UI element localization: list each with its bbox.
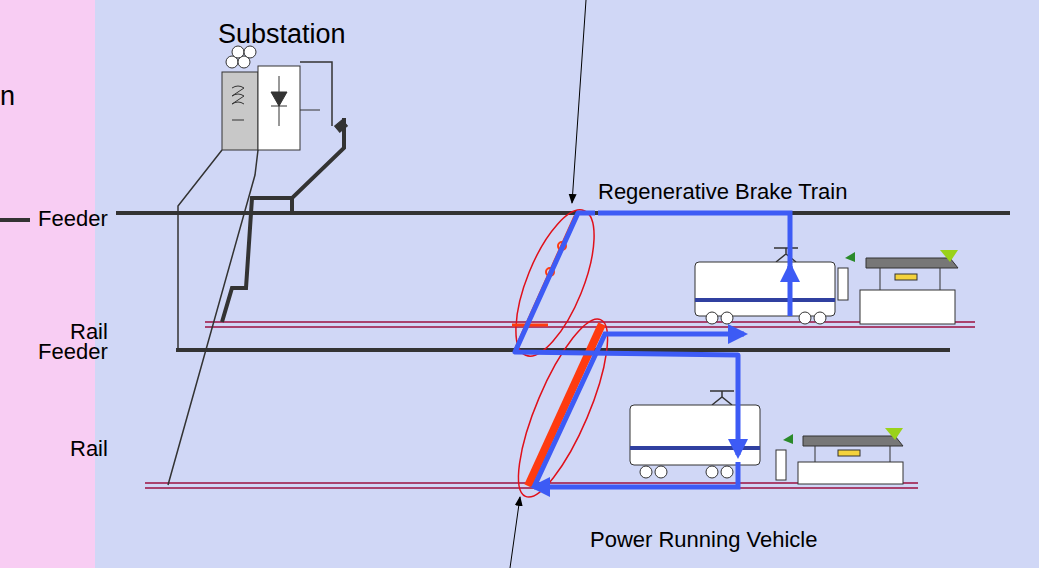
substation-node: Substation bbox=[214, 18, 354, 158]
substation-wiring bbox=[168, 62, 347, 485]
node-label: Regenerative Brake Train bbox=[598, 180, 847, 204]
leader-line bbox=[510, 497, 520, 568]
current-flow bbox=[534, 213, 790, 487]
vehicle-node: Power Running Vehicle bbox=[588, 455, 908, 560]
train-icon bbox=[695, 248, 835, 324]
current-arrow bbox=[515, 213, 738, 455]
line-label: Feeder bbox=[38, 207, 108, 231]
line-label: Rail bbox=[70, 437, 108, 461]
station-icon bbox=[838, 250, 958, 324]
leader-line bbox=[572, 0, 586, 203]
train-node: Regenerative Brake Train bbox=[595, 176, 960, 332]
line-label: Feeder bbox=[38, 340, 108, 364]
node-label: Substation bbox=[218, 20, 346, 50]
rail-line bbox=[145, 322, 975, 488]
side-band bbox=[0, 0, 95, 568]
background bbox=[95, 0, 1039, 568]
substation-icon bbox=[222, 46, 320, 150]
feeder-stub bbox=[0, 218, 30, 222]
node-label: Power Running Vehicle bbox=[590, 528, 817, 552]
cut-label: n bbox=[0, 82, 15, 112]
station-icon bbox=[776, 428, 903, 484]
